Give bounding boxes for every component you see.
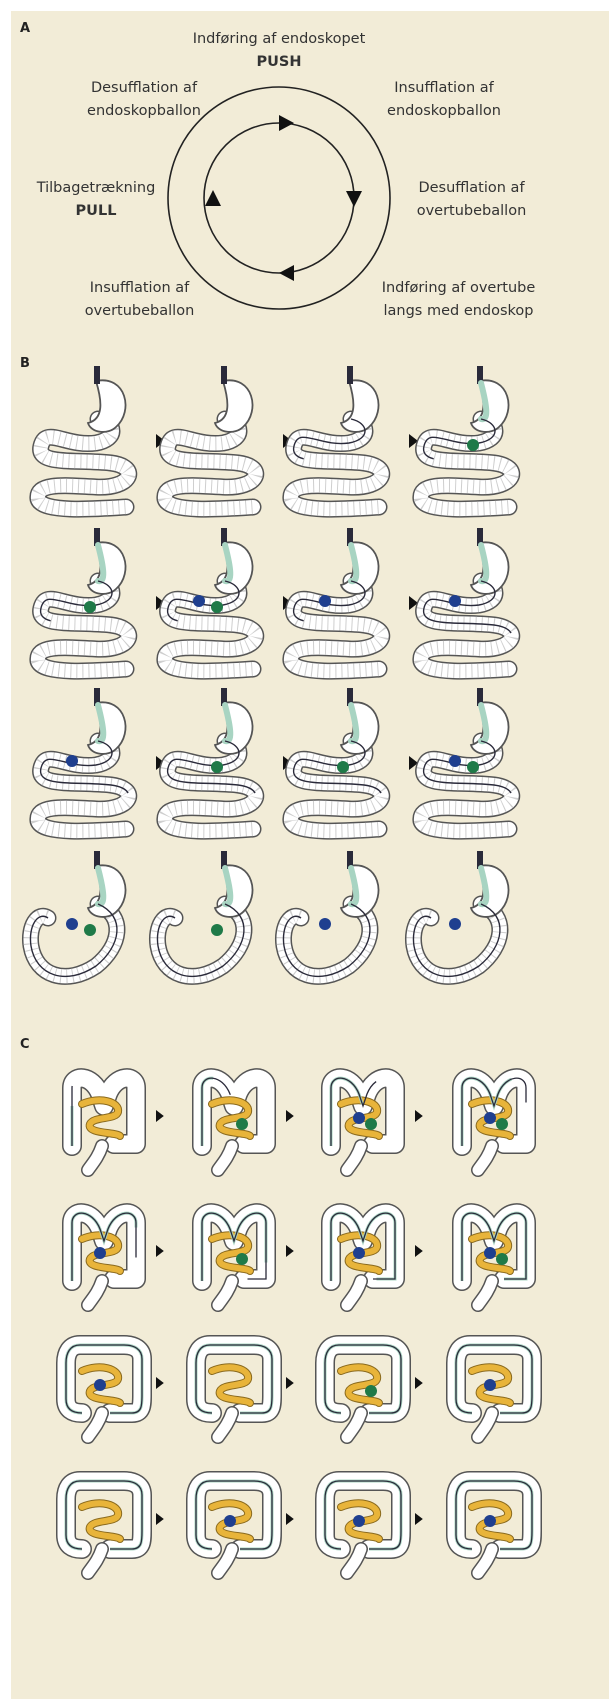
endoscope-balloon [484, 1379, 496, 1391]
c-panel-1-3 [331, 1078, 395, 1170]
rectum [218, 1281, 232, 1305]
c-panel-2-2 [202, 1213, 266, 1305]
rectum [88, 1281, 102, 1305]
overtube-balloon [236, 1253, 248, 1265]
step-arrow [286, 1110, 294, 1122]
c-panel-1-4 [462, 1078, 526, 1170]
step-arrow [156, 1110, 164, 1122]
overtube-balloon [236, 1118, 248, 1130]
rectum [88, 1146, 102, 1170]
step-arrow [156, 1377, 164, 1389]
endoscope-balloon [484, 1247, 496, 1259]
rectum [218, 1146, 232, 1170]
c-panel-4-3 [325, 1481, 401, 1573]
step-arrow [286, 1513, 294, 1525]
c-panel-4-1 [66, 1481, 142, 1573]
rectum [478, 1281, 492, 1305]
overtube-balloon [365, 1118, 377, 1130]
figure-panel: A Indføring af endoskopetPUSH Insufflati… [11, 11, 609, 1699]
section-c-illustrations [11, 11, 609, 1699]
c-panel-4-4 [456, 1481, 532, 1573]
c-panel-2-1 [72, 1213, 136, 1305]
c-panel-3-4 [456, 1345, 532, 1437]
step-arrow [156, 1245, 164, 1257]
overtube-balloon [496, 1253, 508, 1265]
c-panel-1-2 [202, 1078, 266, 1170]
endoscope-balloon [224, 1515, 236, 1527]
c-panel-3-3 [325, 1345, 401, 1437]
endoscope-balloon [94, 1379, 106, 1391]
c-panel-2-4 [462, 1213, 526, 1305]
rectum [478, 1146, 492, 1170]
step-arrow [415, 1513, 423, 1525]
rectum [347, 1146, 361, 1170]
step-arrow [415, 1377, 423, 1389]
step-arrow [415, 1245, 423, 1257]
rectum [347, 1281, 361, 1305]
step-arrow [156, 1513, 164, 1525]
endoscope-balloon [353, 1112, 365, 1124]
c-panel-3-2 [196, 1345, 272, 1437]
c-panel-1-1 [72, 1078, 136, 1170]
endoscope-balloon [484, 1515, 496, 1527]
endoscope-balloon [353, 1515, 365, 1527]
endoscope-balloon [484, 1112, 496, 1124]
step-arrow [286, 1377, 294, 1389]
step-arrow [415, 1110, 423, 1122]
endoscope-balloon [353, 1247, 365, 1259]
c-panel-4-2 [196, 1481, 272, 1573]
endoscope-balloon [94, 1247, 106, 1259]
overtube-balloon [496, 1118, 508, 1130]
c-panel-3-1 [66, 1345, 142, 1437]
overtube-balloon [365, 1385, 377, 1397]
step-arrow [286, 1245, 294, 1257]
c-panel-2-3 [331, 1213, 395, 1305]
